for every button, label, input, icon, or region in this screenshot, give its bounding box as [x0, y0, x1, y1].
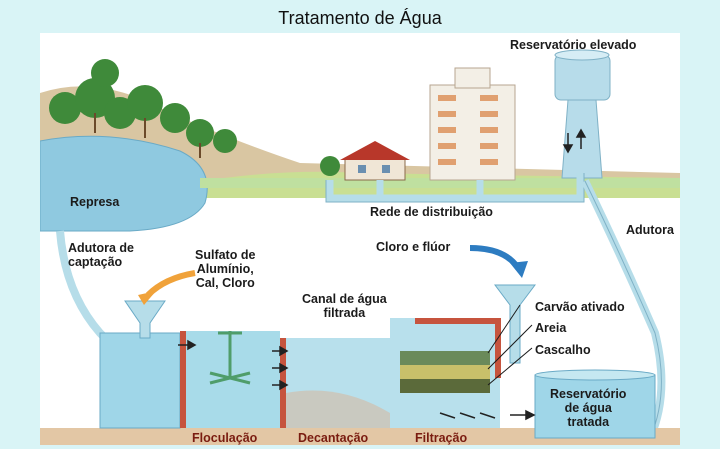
label-carvao-ativado: Carvão ativado	[535, 300, 625, 314]
layer-cascalho	[400, 379, 490, 393]
layer-areia	[400, 365, 490, 379]
flow-arrows	[178, 339, 536, 421]
label-represa: Represa	[70, 195, 120, 209]
trees	[49, 59, 237, 153]
arrow-cloro	[469, 245, 521, 270]
adutora-pipe-edge	[584, 180, 662, 439]
label-floculacao: Floculação	[192, 431, 258, 445]
represa-lake	[40, 135, 208, 232]
treated-reservoir	[534, 374, 656, 439]
arrow-sulfato-head	[138, 291, 156, 305]
house	[320, 141, 410, 181]
chemical-funnel	[124, 300, 166, 339]
label-adutora-captacao: Adutora de captação	[68, 241, 134, 269]
plant-base	[40, 428, 680, 445]
sediment	[286, 390, 390, 428]
arrow-cloro-head	[510, 261, 528, 278]
label-filtracao: Filtração	[415, 431, 468, 445]
captacao-pipe	[56, 230, 113, 346]
tree-trunks	[94, 113, 201, 158]
apartment-building	[429, 67, 516, 181]
diagram-canvas: Reservatório elevado Represa Rede de dis…	[40, 33, 680, 445]
label-cascalho: Cascalho	[535, 343, 591, 357]
label-reservatorio-tratada: Reservatório de água tratada	[550, 387, 627, 429]
diagram-illustration	[40, 49, 680, 445]
distribution-pipe	[326, 173, 584, 202]
label-rede-distribuicao: Rede de distribuição	[370, 205, 493, 219]
label-adutora: Adutora	[626, 223, 674, 237]
label-reservatorio-elevado: Reservatório elevado	[510, 38, 637, 52]
agitator	[209, 331, 251, 385]
elevated-reservoir	[554, 49, 611, 179]
chlorine-funnel	[494, 284, 536, 364]
mixing-tank	[99, 332, 181, 429]
label-canal-agua-filtrada: Canal de água filtrada	[302, 292, 387, 320]
label-sulfato: Sulfato de Alumínio, Cal, Cloro	[195, 248, 256, 290]
layer-carvao	[400, 351, 490, 365]
label-decantacao: Decantação	[298, 431, 369, 445]
label-areia: Areia	[535, 321, 567, 335]
diagram-title: Tratamento de Água	[278, 8, 442, 28]
ground-strip	[200, 178, 680, 188]
label-cloro-fluor: Cloro e flúor	[376, 240, 451, 254]
filter-leader-lines	[487, 304, 533, 386]
